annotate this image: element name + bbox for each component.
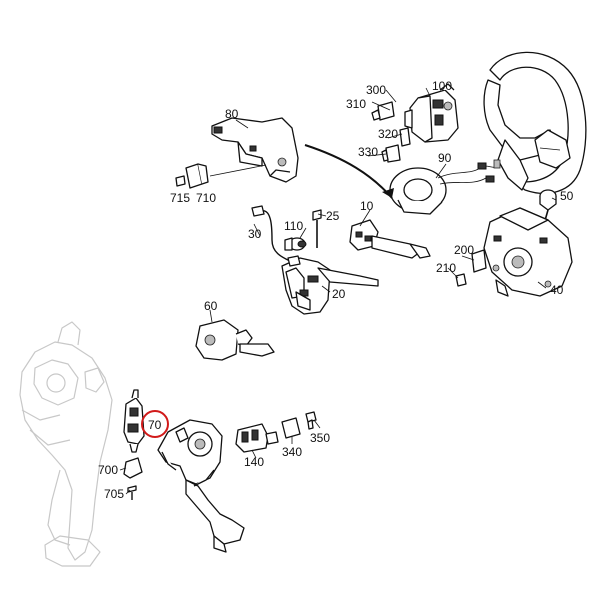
- leader-lines: [119, 87, 557, 495]
- label-710: 710: [196, 191, 216, 205]
- label-80: 80: [225, 107, 239, 121]
- label-100: 100: [432, 79, 452, 93]
- label-70: 70: [148, 418, 162, 432]
- connector-330: [381, 144, 401, 163]
- label-715: 715: [170, 191, 190, 205]
- label-200: 200: [454, 243, 474, 257]
- part-60-switch: [195, 319, 275, 361]
- label-25: 25: [326, 209, 340, 223]
- connector-310: [371, 101, 395, 121]
- connector-715: [175, 175, 186, 187]
- part-20-switch-assembly: [281, 257, 379, 315]
- label-50: 50: [560, 189, 574, 203]
- label-300: 300: [366, 83, 386, 97]
- connector-320: [399, 127, 411, 147]
- part-340-connector: [281, 417, 301, 439]
- label-350: 350: [310, 431, 330, 445]
- part-140-actuator: [235, 423, 279, 453]
- label-30: 30: [248, 227, 262, 241]
- part-70-brake-light-switch: [123, 389, 145, 453]
- part-10-combination-switch: [349, 219, 431, 259]
- part-40-lock-module: [483, 207, 573, 297]
- connector-710: [185, 163, 209, 189]
- part-705-pin: [127, 485, 137, 500]
- label-10: 10: [360, 199, 374, 213]
- brake-pedal-bracket: [157, 419, 245, 553]
- part-700-clip: [123, 457, 143, 479]
- part-90-clock-spring: [389, 159, 501, 215]
- part-25-screw: [312, 209, 322, 248]
- part-110-connector: [284, 237, 307, 251]
- label-140: 140: [244, 455, 264, 469]
- label-330: 330: [358, 145, 378, 159]
- part-30-wire: [251, 205, 301, 267]
- highlight-circle-70: [141, 410, 169, 438]
- label-40: 40: [550, 283, 564, 297]
- label-340: 340: [282, 445, 302, 459]
- part-80-bracket: [211, 117, 299, 183]
- label-210: 210: [436, 261, 456, 275]
- part-100-module: [404, 83, 459, 143]
- label-110: 110: [284, 219, 303, 233]
- steering-wheel: [483, 51, 587, 194]
- brake-pedal-ghost: [19, 321, 113, 567]
- label-700: 700: [98, 463, 118, 477]
- label-320: 320: [378, 127, 398, 141]
- assembly-arrow: [304, 144, 394, 199]
- label-705: 705: [104, 487, 124, 501]
- label-310: 310: [346, 97, 366, 111]
- connector-200: [471, 249, 487, 273]
- connector-210: [455, 273, 467, 287]
- label-60: 60: [204, 299, 218, 313]
- label-20: 20: [332, 287, 346, 301]
- part-350-terminal: [305, 411, 317, 430]
- label-90: 90: [438, 151, 452, 165]
- part-labels: 80 715 710 300 310 100 320 330 90 10 50 …: [98, 79, 574, 501]
